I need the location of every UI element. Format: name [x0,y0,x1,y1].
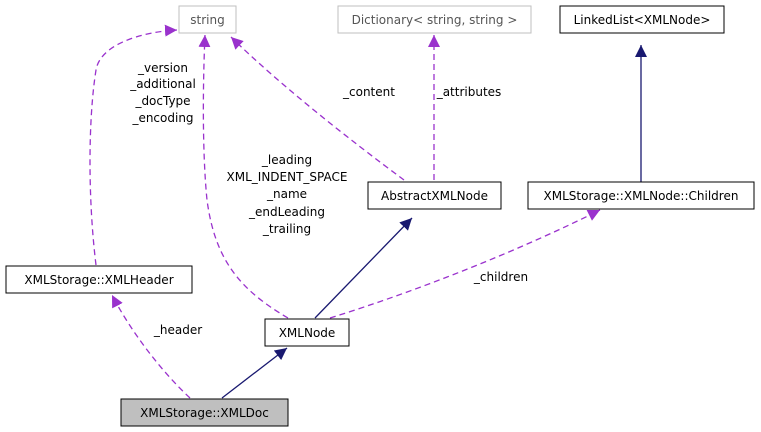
node-string[interactable]: string [178,5,237,34]
node-children-label: XMLStorage::XMLNode::Children [544,189,739,203]
edge-label-children: _children [473,270,528,284]
node-xml-node-label: XMLNode [279,326,336,340]
node-xml-node[interactable]: XMLNode [264,318,350,347]
node-xml-header-label: XMLStorage::XMLHeader [24,273,173,287]
node-string-label: string [190,13,224,27]
node-abstract-xml-node-label: AbstractXMLNode [381,189,488,203]
edge-xmlnode-to-children [329,209,601,319]
node-abstract-xml-node[interactable]: AbstractXMLNode [367,181,502,210]
node-children[interactable]: XMLStorage::XMLNode::Children [527,181,755,210]
edge-label-header-field: _docType [134,94,190,108]
edge-abstract-to-string [230,36,405,181]
edge-label-node-field: _name [266,187,307,201]
edge-xmlnode-to-abstract [314,217,413,319]
edge-label-header-field: _additional [129,77,196,91]
node-linked-list-label: LinkedList<XMLNode> [574,13,711,27]
edge-labels: _version _additional _docType _encoding … [129,61,528,337]
edges-usage [89,24,601,399]
node-linked-list[interactable]: LinkedList<XMLNode> [559,5,725,34]
edge-label-node-field: _endLeading [248,205,325,219]
edge-label-header-field: _version [137,61,188,75]
edge-header-to-string [89,24,178,266]
edge-label-header: _header [153,323,202,337]
node-xml-header[interactable]: XMLStorage::XMLHeader [5,265,193,294]
edges-inheritance [221,45,647,399]
edge-label-content: _content [342,85,395,99]
edge-label-node-field: _leading [261,153,312,167]
edge-label-node-field: _trailing [262,222,311,236]
node-xml-doc-label: XMLStorage::XMLDoc [140,406,269,420]
edge-xmldoc-to-header [111,294,191,399]
node-dictionary-label: Dictionary< string, string > [352,13,518,27]
node-xml-doc[interactable]: XMLStorage::XMLDoc [120,398,289,427]
edge-label-header-field: _encoding [131,111,193,125]
edge-label-node-field: XML_INDENT_SPACE [227,170,348,184]
node-dictionary[interactable]: Dictionary< string, string > [337,5,532,34]
edge-label-attributes: _attributes [436,85,502,99]
edge-xmldoc-to-xmlnode [221,347,288,399]
